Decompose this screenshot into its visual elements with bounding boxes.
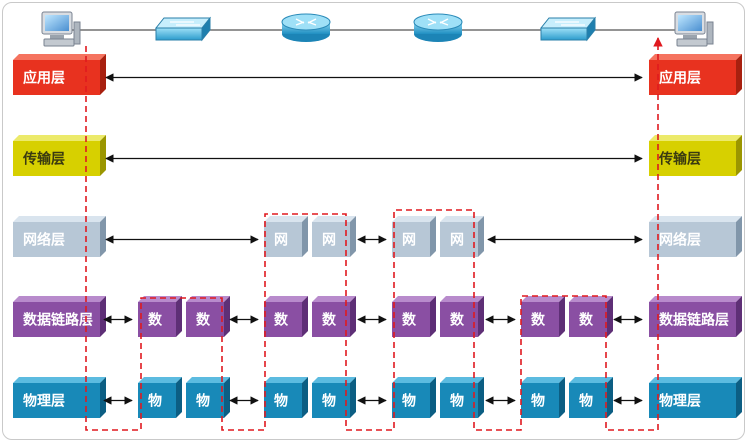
switch-2-physical-block-2-label: 物 bbox=[579, 393, 593, 410]
router-1-physical-block-2-label: 物 bbox=[322, 393, 336, 410]
right-host-app-block-label: 应用层 bbox=[659, 70, 701, 87]
left-host-datalink-block-label: 数据链路层 bbox=[23, 312, 93, 329]
router-1-network-block-1-label: 网 bbox=[274, 233, 288, 249]
left-host-network-block: 网络层 bbox=[13, 216, 106, 257]
router-2-network-block-2-label: 网 bbox=[450, 233, 464, 249]
switch-1-datalink-block-2-label: 数 bbox=[196, 312, 211, 329]
right-host-physical-block: 物理层 bbox=[649, 377, 742, 418]
right-host-transport-block-label: 传输层 bbox=[658, 151, 701, 168]
router-icon bbox=[413, 13, 463, 42]
router-1-physical-block-1-label: 物 bbox=[274, 393, 288, 410]
left-host-transport-block: 传输层 bbox=[13, 135, 106, 176]
switch-2-datalink-block-1: 数 bbox=[521, 296, 565, 337]
switch-2-datalink-block-2-label: 数 bbox=[579, 312, 594, 329]
right-host-datalink-block-label: 数据链路层 bbox=[659, 312, 729, 329]
router-1-physical-block-1: 物 bbox=[264, 377, 308, 418]
dashed-data-flow-line bbox=[85, 37, 663, 431]
router-1-physical-block-2: 物 bbox=[312, 377, 356, 418]
router-1-datalink-block-1-label: 数 bbox=[274, 312, 289, 329]
switch-2-datalink-block-1-label: 数 bbox=[531, 312, 546, 329]
left-host-app-block: 应用层 bbox=[13, 54, 106, 95]
left-host-datalink-block: 数据链路层 bbox=[13, 296, 106, 337]
router-2-network-block-1: 网 bbox=[392, 216, 436, 257]
left-host-app-block-label: 应用层 bbox=[23, 70, 65, 87]
left-host-transport-block-label: 传输层 bbox=[22, 151, 65, 168]
left-host-physical-block-label: 物理层 bbox=[23, 393, 65, 410]
computer-icon bbox=[674, 11, 714, 47]
switch-2-datalink-block-2: 数 bbox=[569, 296, 613, 337]
switch-icon bbox=[154, 16, 212, 42]
right-host-network-block-label: 网络层 bbox=[659, 232, 701, 249]
router-icon bbox=[281, 13, 331, 42]
switch-2-physical-block-1: 物 bbox=[521, 377, 565, 418]
switch-icon bbox=[539, 16, 597, 42]
switch-1-physical-block-1: 物 bbox=[138, 377, 182, 418]
router-2-network-block-2: 网 bbox=[440, 216, 484, 257]
right-host-app-block: 应用层 bbox=[649, 54, 742, 95]
switch-1-datalink-block-1-label: 数 bbox=[148, 312, 163, 329]
right-host-physical-block-label: 物理层 bbox=[659, 393, 701, 410]
left-host-network-block-label: 网络层 bbox=[23, 232, 65, 249]
switch-1-datalink-block-2: 数 bbox=[186, 296, 230, 337]
router-2-network-block-1-label: 网 bbox=[402, 233, 416, 249]
switch-1-datalink-block-1: 数 bbox=[138, 296, 182, 337]
peer-arrows bbox=[103, 73, 643, 405]
switch-2-physical-block-2: 物 bbox=[569, 377, 613, 418]
router-2-physical-block-1-label: 物 bbox=[402, 393, 416, 410]
data-flow-path bbox=[85, 37, 663, 431]
router-1-network-block-2: 网 bbox=[312, 216, 356, 257]
router-2-physical-block-1: 物 bbox=[392, 377, 436, 418]
switch-2-physical-block-1-label: 物 bbox=[531, 393, 545, 410]
router-1-network-block-2-label: 网 bbox=[322, 233, 336, 249]
router-2-datalink-block-2: 数 bbox=[440, 296, 484, 337]
router-1-datalink-block-2: 数 bbox=[312, 296, 356, 337]
computer-icon bbox=[41, 11, 81, 47]
switch-1-physical-block-2-label: 物 bbox=[196, 393, 210, 410]
router-2-datalink-block-1-label: 数 bbox=[402, 312, 417, 329]
switch-1-physical-block-1-label: 物 bbox=[148, 393, 162, 410]
left-host-physical-block: 物理层 bbox=[13, 377, 106, 418]
router-2-datalink-block-1: 数 bbox=[392, 296, 436, 337]
router-1-network-block-1: 网 bbox=[264, 216, 308, 257]
right-host-network-block: 网络层 bbox=[649, 216, 742, 257]
router-2-physical-block-2-label: 物 bbox=[450, 393, 464, 410]
right-host-datalink-block: 数据链路层 bbox=[649, 296, 742, 337]
router-1-datalink-block-2-label: 数 bbox=[322, 312, 337, 329]
router-1-datalink-block-1: 数 bbox=[264, 296, 308, 337]
router-2-datalink-block-2-label: 数 bbox=[450, 312, 465, 329]
router-2-physical-block-2: 物 bbox=[440, 377, 484, 418]
right-host-transport-block: 传输层 bbox=[649, 135, 742, 176]
switch-1-physical-block-2: 物 bbox=[186, 377, 230, 418]
diagram-frame bbox=[2, 2, 745, 440]
